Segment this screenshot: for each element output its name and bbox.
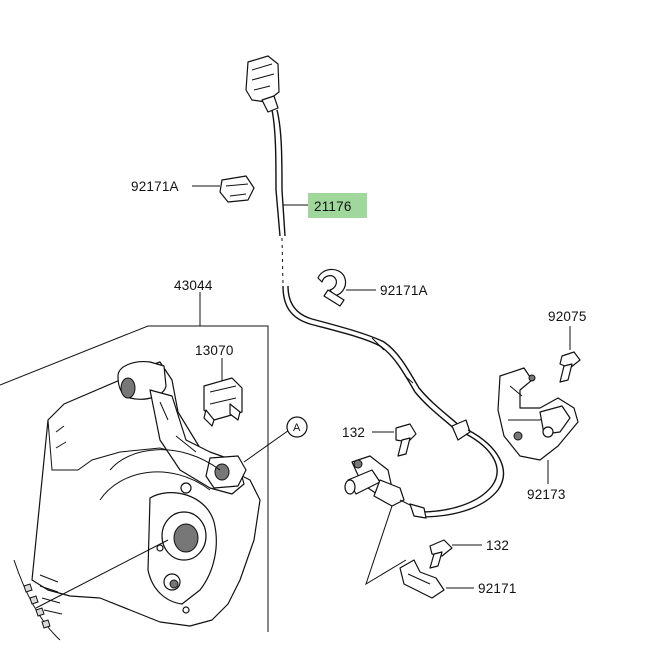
part-label-92075[interactable]: 92075: [548, 309, 587, 324]
clamp-92171A-upper: [192, 175, 255, 203]
part-highlight-box: [308, 193, 367, 218]
part-label-92171[interactable]: 92171: [478, 581, 517, 596]
part-label-92173[interactable]: 92173: [527, 487, 566, 502]
part-label-132-lower[interactable]: 132: [486, 538, 509, 553]
clamp-92171-lower: [365, 505, 474, 599]
bolt-132-upper: [372, 423, 417, 457]
part-label-43044[interactable]: 43044: [174, 278, 213, 293]
part-label-92171A-right[interactable]: 92171A: [380, 283, 428, 298]
part-label-21176[interactable]: 21176: [314, 199, 352, 214]
bolt-132-lower: [429, 539, 482, 569]
cover-assembly-43044: A: [0, 292, 308, 641]
connector-plug: [245, 55, 280, 113]
bracket-92173: [497, 367, 579, 484]
cable-lower: [282, 285, 459, 433]
part-label-92171A-upper[interactable]: 92171A: [131, 179, 179, 194]
speed-sensor: [344, 455, 427, 519]
sensor-cable-assembly: [245, 55, 505, 518]
cable-upper: [271, 109, 281, 237]
part-label-132-upper[interactable]: 132: [342, 425, 365, 440]
reference-marker-circle: [286, 416, 308, 438]
bolt-92075: [559, 326, 581, 383]
clamp-92171A-right: [317, 268, 376, 307]
reference-marker-label: A: [293, 422, 301, 434]
clip-13070: [203, 358, 243, 427]
part-label-21176-group[interactable]: 21176: [308, 193, 367, 218]
part-label-13070[interactable]: 13070: [195, 343, 234, 358]
